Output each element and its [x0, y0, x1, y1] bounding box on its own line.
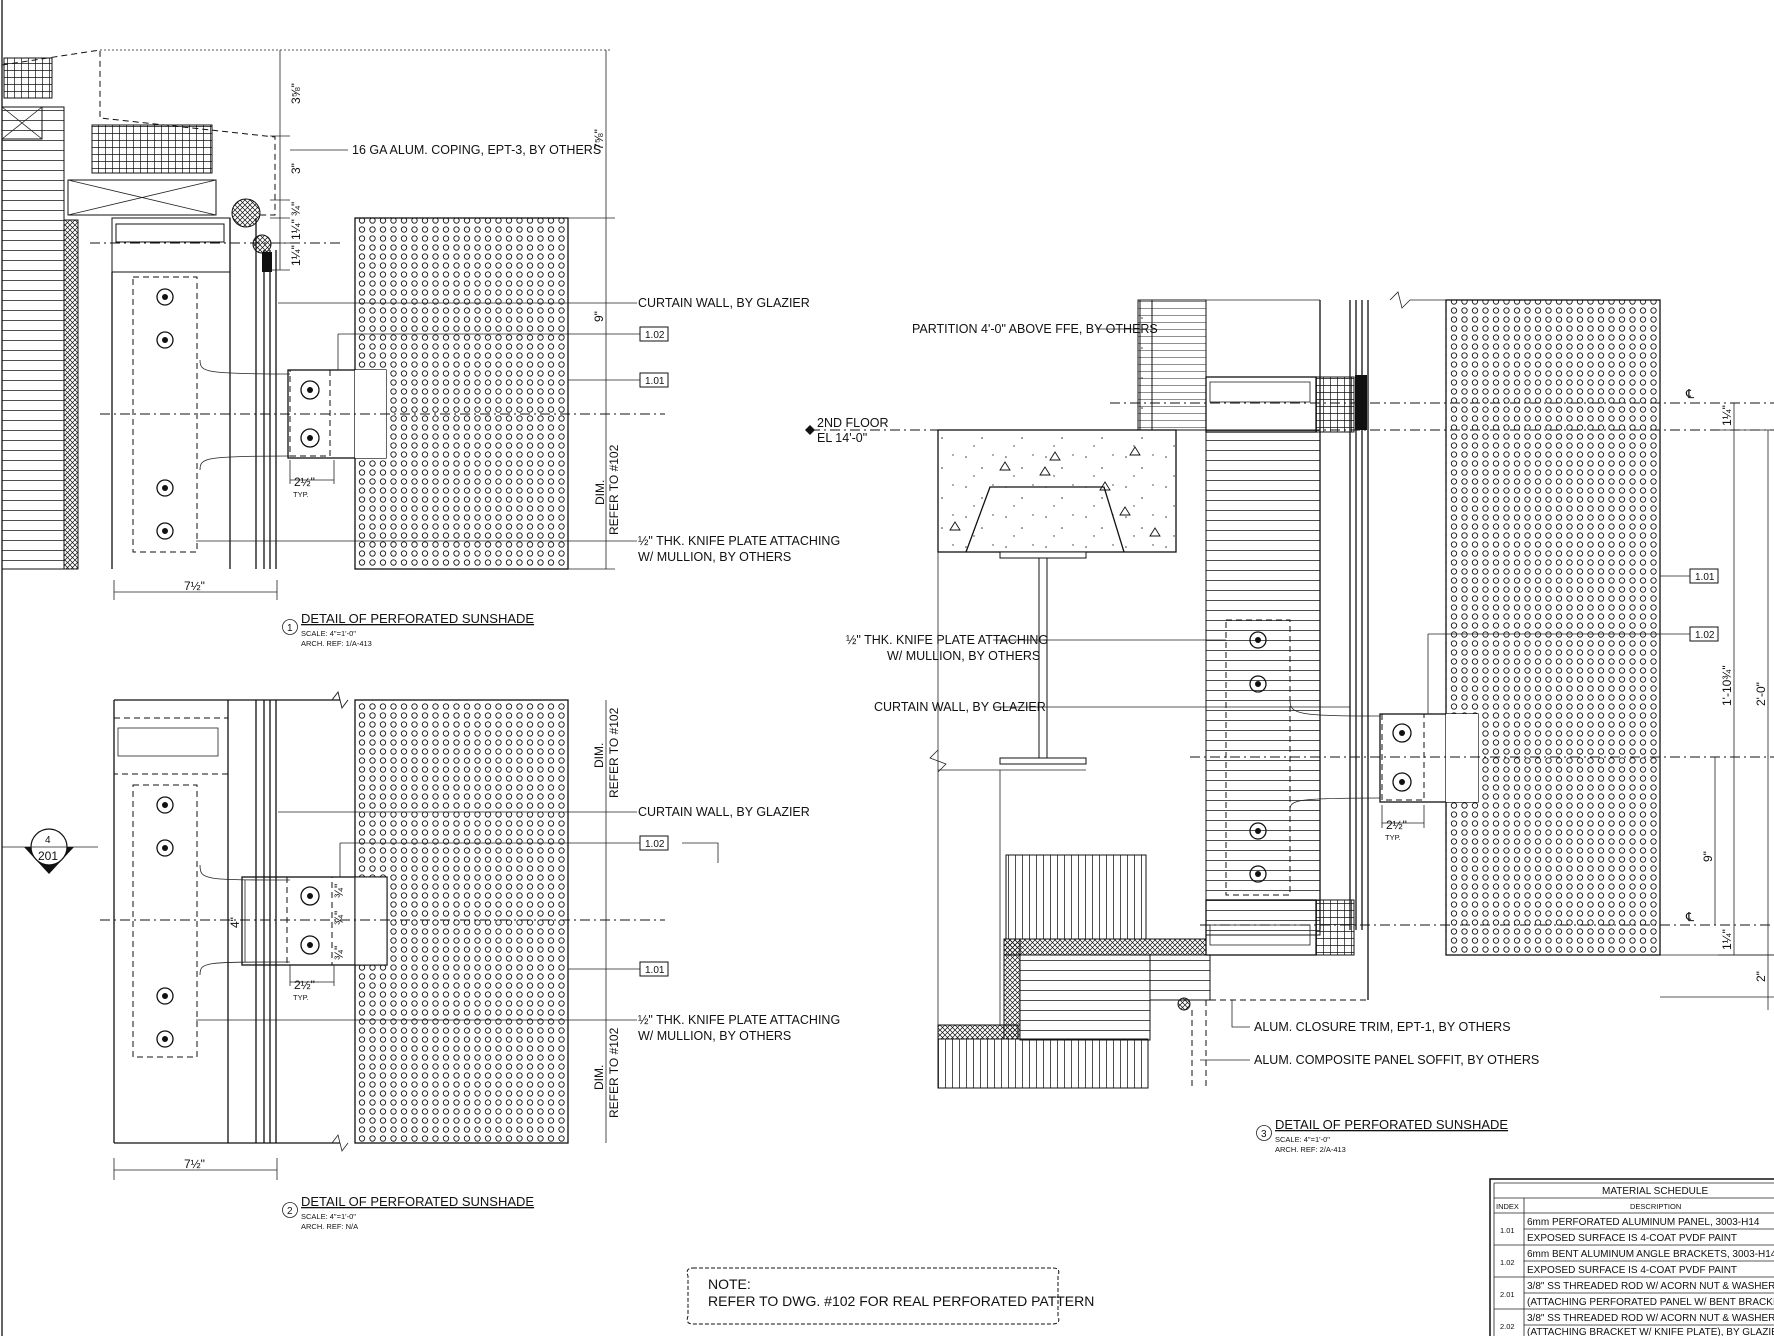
- schedule-row-4-line1: 3/8" SS THREADED ROD W/ ACORN NUT & WASH…: [1527, 1313, 1774, 1324]
- dim-2-5-d2: 2½": [294, 978, 315, 992]
- section-marker-bottom: 201: [38, 849, 58, 863]
- detail-2-bolts: [156, 796, 174, 1048]
- detail-3-scale: SCALE: 4"=1'-0": [1275, 1135, 1330, 1144]
- curtain-wall-callout-d1: CURTAIN WALL, BY GLAZIER: [638, 296, 810, 310]
- schedule-row-3-line2: (ATTACHING PERFORATED PANEL W/ BENT BRAC…: [1527, 1297, 1774, 1308]
- centerline-top: ℄: [1685, 387, 1695, 401]
- dim-3: 3": [289, 163, 303, 174]
- dim-2-5-d1: 2½": [294, 475, 315, 489]
- section-marker-top: 4: [45, 835, 51, 846]
- dim-label-d2b: DIM.: [592, 1065, 606, 1090]
- dim-7-5-d1: 7½": [184, 579, 205, 593]
- schedule-col-desc: DESCRIPTION: [1630, 1202, 1681, 1211]
- knife-plate-callout-d3-l2: W/ MULLION, BY OTHERS: [887, 649, 1040, 663]
- typ-d3: TYP.: [1385, 833, 1401, 842]
- section-marker-4-201: 4 201: [2, 828, 98, 874]
- schedule-title: MATERIAL SCHEDULE: [1602, 1186, 1708, 1197]
- note-box: NOTE: REFER TO DWG. #102 FOR REAL PERFOR…: [686, 1267, 1094, 1325]
- detail-1-ref: ARCH. REF: 1/A-413: [301, 639, 372, 648]
- typ-d1: TYP.: [293, 490, 309, 499]
- knife-plate-callout-d1-l2: W/ MULLION, BY OTHERS: [638, 550, 791, 564]
- tag-102-d3: 1.02: [1695, 630, 1715, 641]
- floor-elevation: EL 14'-0": [817, 431, 867, 445]
- schedule-row-2-line2: EXPOSED SURFACE IS 4-COAT PVDF PAINT: [1527, 1265, 1737, 1276]
- tag-101-d1: 1.01: [645, 376, 665, 387]
- dim-1-4-d3a: 1¼": [1720, 405, 1734, 426]
- dim-4-d2: 4": [228, 917, 242, 928]
- dim-7-5-8: 7⅝": [592, 129, 606, 150]
- knife-plate-callout-d2-l1: ½" THK. KNIFE PLATE ATTACHING: [638, 1013, 840, 1027]
- detail-2-number: 2: [287, 1206, 293, 1217]
- refer-label-d2a: REFER TO #102: [607, 707, 621, 798]
- schedule-row-4-line2: (ATTACHING BRACKET W/ KNIFE PLATE), BY G…: [1527, 1327, 1774, 1336]
- refer-label-d2b: REFER TO #102: [607, 1027, 621, 1118]
- schedule-row-1-line1: 6mm PERFORATED ALUMINUM PANEL, 3003-H14: [1527, 1217, 1760, 1228]
- schedule-row-4-index: 2.02: [1500, 1322, 1515, 1331]
- tag-101-d3: 1.01: [1695, 572, 1715, 583]
- dim-1-4-d3b: 1¼": [1720, 929, 1734, 950]
- dim-3-5-8: 3⅝": [289, 83, 303, 104]
- schedule-row-1-index: 1.01: [1500, 1226, 1515, 1235]
- detail-1-bolts: [156, 288, 174, 540]
- dim-9-d3: 9": [1701, 851, 1715, 862]
- detail-3-bolts: [1249, 631, 1267, 883]
- dim-3-4: ¾": [289, 202, 303, 216]
- material-schedule: MATERIAL SCHEDULE INDEX DESCRIPTION 1.01…: [1489, 1178, 1774, 1336]
- dim-label-d1: DIM.: [593, 480, 607, 505]
- detail-2-title: DETAIL OF PERFORATED SUNSHADE: [301, 1194, 534, 1209]
- schedule-row-2-line1: 6mm BENT ALUMINUM ANGLE BRACKETS, 3003-H…: [1527, 1249, 1774, 1260]
- detail-3-ref: ARCH. REF: 2/A-413: [1275, 1145, 1346, 1154]
- curtain-wall-callout-d3: CURTAIN WALL, BY GLAZIER: [874, 700, 1046, 714]
- detail-3-title: DETAIL OF PERFORATED SUNSHADE: [1275, 1117, 1508, 1132]
- detail-2-scale: SCALE: 4"=1'-0": [301, 1212, 356, 1221]
- partition-callout: PARTITION 4'-0" ABOVE FFE, BY OTHERS: [912, 322, 1158, 336]
- note-text: REFER TO DWG. #102 FOR REAL PERFORATED P…: [708, 1293, 1094, 1309]
- detail-1: 16 GA ALUM. COPING, EPT-3, BY OTHERS CUR…: [1, 0, 840, 1336]
- coping-callout: 16 GA ALUM. COPING, EPT-3, BY OTHERS: [352, 143, 601, 157]
- curtain-wall-callout-d2: CURTAIN WALL, BY GLAZIER: [638, 805, 810, 819]
- dim-2-0-d3: 2'-0": [1754, 682, 1768, 706]
- detail-2: CURTAIN WALL, BY GLAZIER 1.02 1.01 ½" TH…: [2, 691, 840, 1231]
- dim-1-4: 1¼": [289, 219, 303, 240]
- detail-3: PARTITION 4'-0" ABOVE FFE, BY OTHERS 2ND…: [805, 291, 1774, 1154]
- tag-102-d2: 1.02: [645, 839, 665, 850]
- refer-label-d1: REFER TO #102: [607, 444, 621, 535]
- schedule-row-1-line2: EXPOSED SURFACE IS 4-COAT PVDF PAINT: [1527, 1233, 1737, 1244]
- centerline-bottom: ℄: [1685, 910, 1695, 924]
- knife-plate-callout-d1-l1: ½" THK. KNIFE PLATE ATTACHING: [638, 534, 840, 548]
- dim-3-4-d2b: ¾": [332, 911, 346, 925]
- dim-1-10-d3: 1'-10¾": [1720, 665, 1734, 706]
- schedule-row-3-line1: 3/8" SS THREADED ROD W/ ACORN NUT & WASH…: [1527, 1281, 1774, 1292]
- dim-2-d3: 2": [1754, 971, 1768, 982]
- detail-1-title: DETAIL OF PERFORATED SUNSHADE: [301, 611, 534, 626]
- floor-name: 2ND FLOOR: [817, 416, 889, 430]
- knife-plate-callout-d3-l1: ½" THK. KNIFE PLATE ATTACHING: [846, 633, 1048, 647]
- schedule-row-3-index: 2.01: [1500, 1290, 1515, 1299]
- tag-101-d2: 1.01: [645, 965, 665, 976]
- dim-3-4-d2a: ¾": [332, 884, 346, 898]
- dim-9-d1: 9": [592, 311, 606, 322]
- typ-d2: TYP.: [293, 993, 309, 1002]
- soffit-callout: ALUM. COMPOSITE PANEL SOFFIT, BY OTHERS: [1254, 1053, 1539, 1067]
- dim-1-4b: 1¼": [289, 245, 303, 266]
- schedule-col-index: INDEX: [1496, 1202, 1519, 1211]
- tag-102-d1: 1.02: [645, 330, 665, 341]
- knife-plate-callout-d2-l2: W/ MULLION, BY OTHERS: [638, 1029, 791, 1043]
- detail-1-scale: SCALE: 4"=1'-0": [301, 629, 356, 638]
- detail-3-number: 3: [1261, 1129, 1267, 1140]
- dim-2-5-d3: 2½": [1386, 818, 1407, 832]
- closure-trim-callout: ALUM. CLOSURE TRIM, EPT-1, BY OTHERS: [1254, 1020, 1511, 1034]
- schedule-row-2-index: 1.02: [1500, 1258, 1515, 1267]
- dim-label-d2a: DIM.: [592, 743, 606, 768]
- detail-2-ref: ARCH. REF: N/A: [301, 1222, 358, 1231]
- note-heading: NOTE:: [708, 1276, 751, 1292]
- dim-7-5-d2: 7½": [184, 1157, 205, 1171]
- dim-3-4-d2c: ¾": [332, 946, 346, 960]
- detail-1-number: 1: [287, 623, 293, 634]
